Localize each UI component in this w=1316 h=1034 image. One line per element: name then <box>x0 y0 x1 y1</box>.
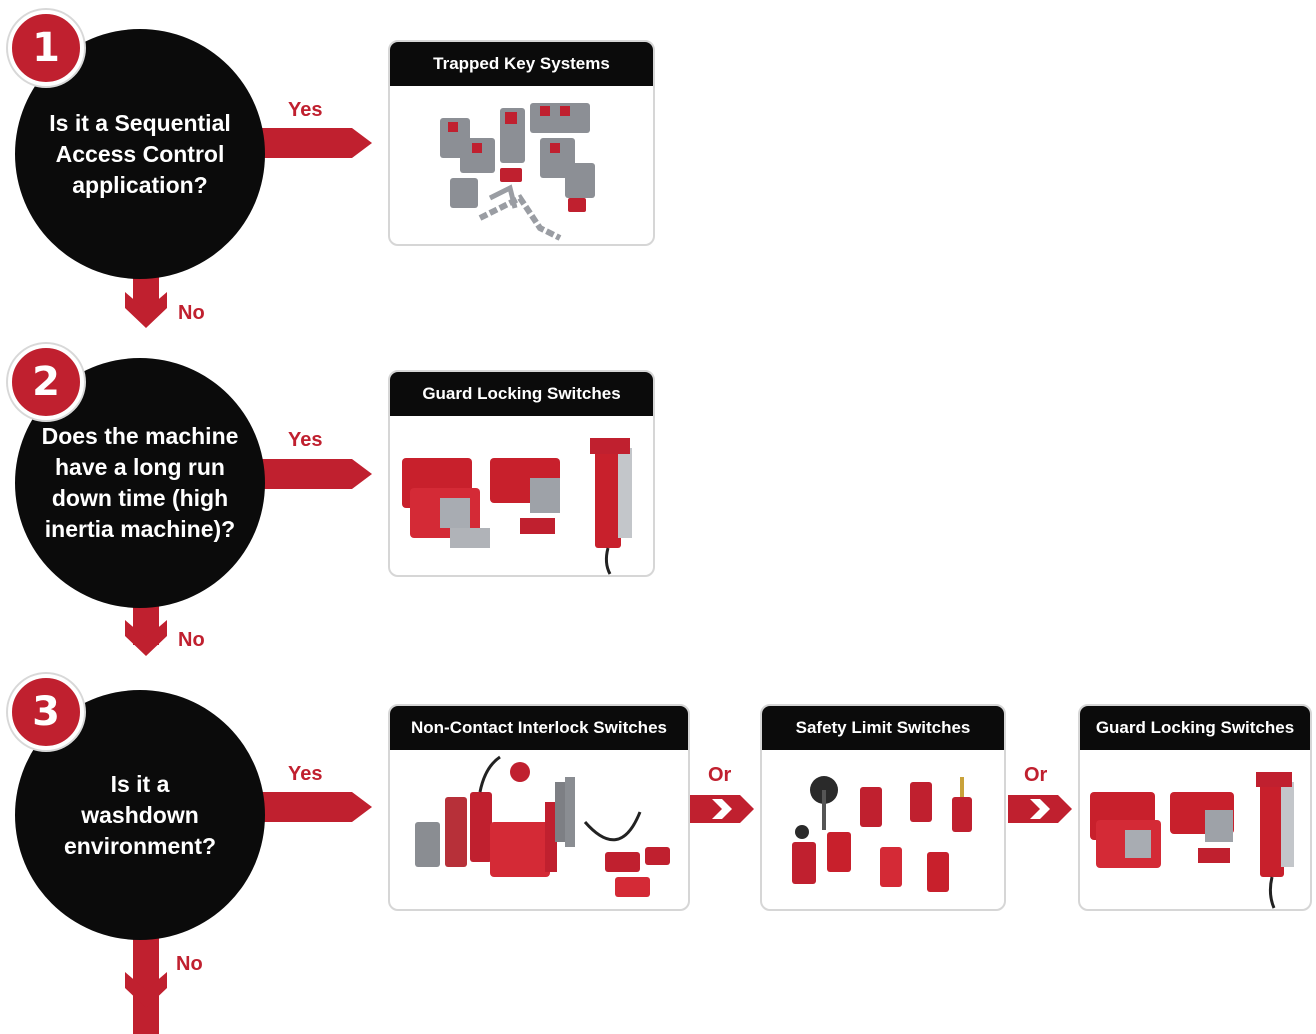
or-arrow-1 <box>690 795 754 823</box>
step-badge-3: 3 <box>8 674 84 750</box>
yes-arrow-1 <box>240 128 372 158</box>
no-label-2: No <box>178 629 205 651</box>
product-card-trapped-key: Trapped Key Systems <box>388 40 655 246</box>
card-title: Safety Limit Switches <box>762 706 1004 750</box>
yes-label-1: Yes <box>288 99 323 121</box>
yes-label-3: Yes <box>288 763 323 785</box>
limit-switch-image <box>762 752 1004 909</box>
yes-label-2: Yes <box>288 429 323 451</box>
yes-arrow-3 <box>240 792 372 822</box>
product-card-guard-locking-1: Guard Locking Switches <box>388 370 655 577</box>
question-text-2: Does the machine have a long run down ti… <box>41 423 239 542</box>
or-arrow-2 <box>1008 795 1072 823</box>
product-card-non-contact: Non-Contact Interlock Switches <box>388 704 690 911</box>
card-title: Guard Locking Switches <box>390 372 653 416</box>
card-title: Trapped Key Systems <box>390 42 653 86</box>
product-card-safety-limit: Safety Limit Switches <box>760 704 1006 911</box>
card-title: Guard Locking Switches <box>1080 706 1310 750</box>
card-title: Non-Contact Interlock Switches <box>390 706 688 750</box>
question-text-1: Is it a Sequential Access Control applic… <box>49 109 231 198</box>
no-label-1: No <box>178 302 205 324</box>
no-arrow-3 <box>125 972 167 1008</box>
or-label-1: Or <box>708 764 732 786</box>
question-circle-1: Is it a Sequential Access Control applic… <box>15 29 265 279</box>
no-label-3: No <box>176 953 203 975</box>
question-text-3: Is it a washdown environment? <box>63 770 217 859</box>
guard-locking-switch-image <box>390 418 653 575</box>
or-label-2: Or <box>1024 764 1048 786</box>
no-arrow-2 <box>125 620 167 656</box>
product-card-guard-locking-2: Guard Locking Switches <box>1078 704 1312 911</box>
yes-arrow-2 <box>240 459 372 489</box>
trapped-key-image <box>390 88 653 244</box>
step-badge-2: 2 <box>8 344 84 420</box>
step-badge-1: 1 <box>8 10 84 86</box>
guard-locking-switch-image <box>1080 752 1310 909</box>
non-contact-switch-image <box>390 752 688 909</box>
no-arrow-1 <box>125 292 167 328</box>
